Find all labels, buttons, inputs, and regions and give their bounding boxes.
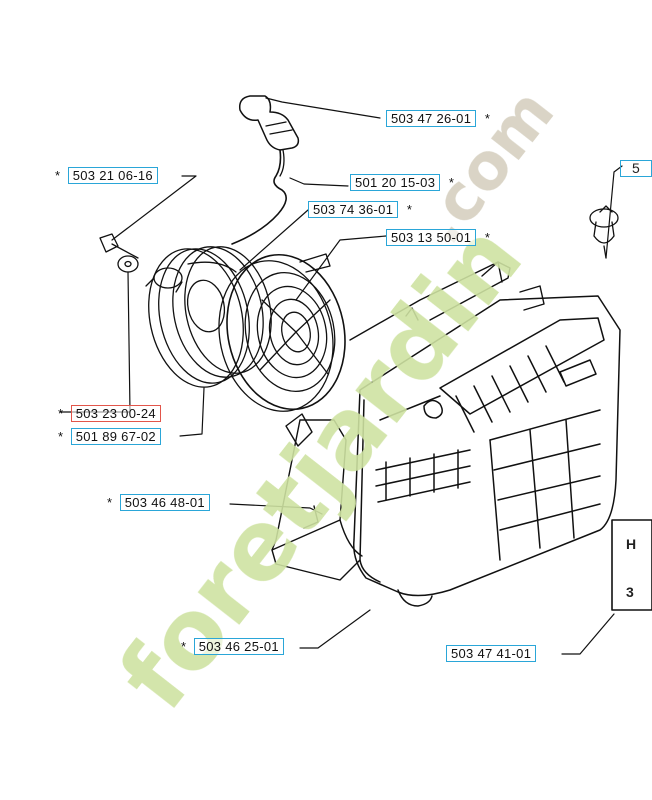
part-label-6: * 503 23 00-24 [58,405,161,422]
side-panel-drawing [611,519,652,611]
clipped-label-text: 5 [632,160,640,176]
part-number-10: 503 47 41-01 [446,645,537,662]
side-panel-letter: H [626,536,637,552]
part-star-9: * [181,639,187,654]
part-number-3: 501 20 15-03 [350,174,441,191]
part-star-6: * [58,406,64,421]
back-plate-drawing [271,261,545,581]
part-star-4: * [406,202,412,217]
part-number-9: 503 46 25-01 [193,638,284,655]
part-star-7: * [58,429,64,444]
part-label-8: * 503 46 48-01 [107,494,210,511]
part-number-1: 503 47 26-01 [386,110,477,127]
part-star-8: * [107,495,113,510]
watermark: foretjardin .com [98,76,569,730]
part-number-4: 503 74 36-01 [308,201,399,218]
part-number-6: 503 23 00-24 [70,405,161,422]
rope-pulley-drawing [145,246,272,388]
top-right-part-drawing [589,205,619,259]
starter-housing-drawing [353,295,621,607]
part-label-9: * 503 46 25-01 [181,638,284,655]
part-label-1: 503 47 26-01 * [386,110,490,127]
part-star-2: * [55,168,61,183]
recoil-spring-drawing [218,253,346,412]
part-label-5: 503 13 50-01 * [386,229,490,246]
part-label-3: 501 20 15-03 * [350,174,454,191]
part-number-5: 503 13 50-01 [386,229,477,246]
starter-handle-drawing [231,95,300,245]
part-number-7: 501 89 67-02 [70,428,161,445]
part-star-1: * [484,111,490,126]
part-label-4: 503 74 36-01 * [308,201,412,218]
part-label-10: 503 47 41-01 [446,645,537,662]
screw-washer-drawing [99,233,139,273]
part-number-8: 503 46 48-01 [119,494,210,511]
part-star-5: * [484,230,490,245]
part-number-2: 503 21 06-16 [67,167,158,184]
part-label-2: * 503 21 06-16 [55,167,158,184]
part-star-3: * [448,175,454,190]
side-panel-digit: 3 [626,584,634,600]
part-label-7: * 501 89 67-02 [58,428,161,445]
